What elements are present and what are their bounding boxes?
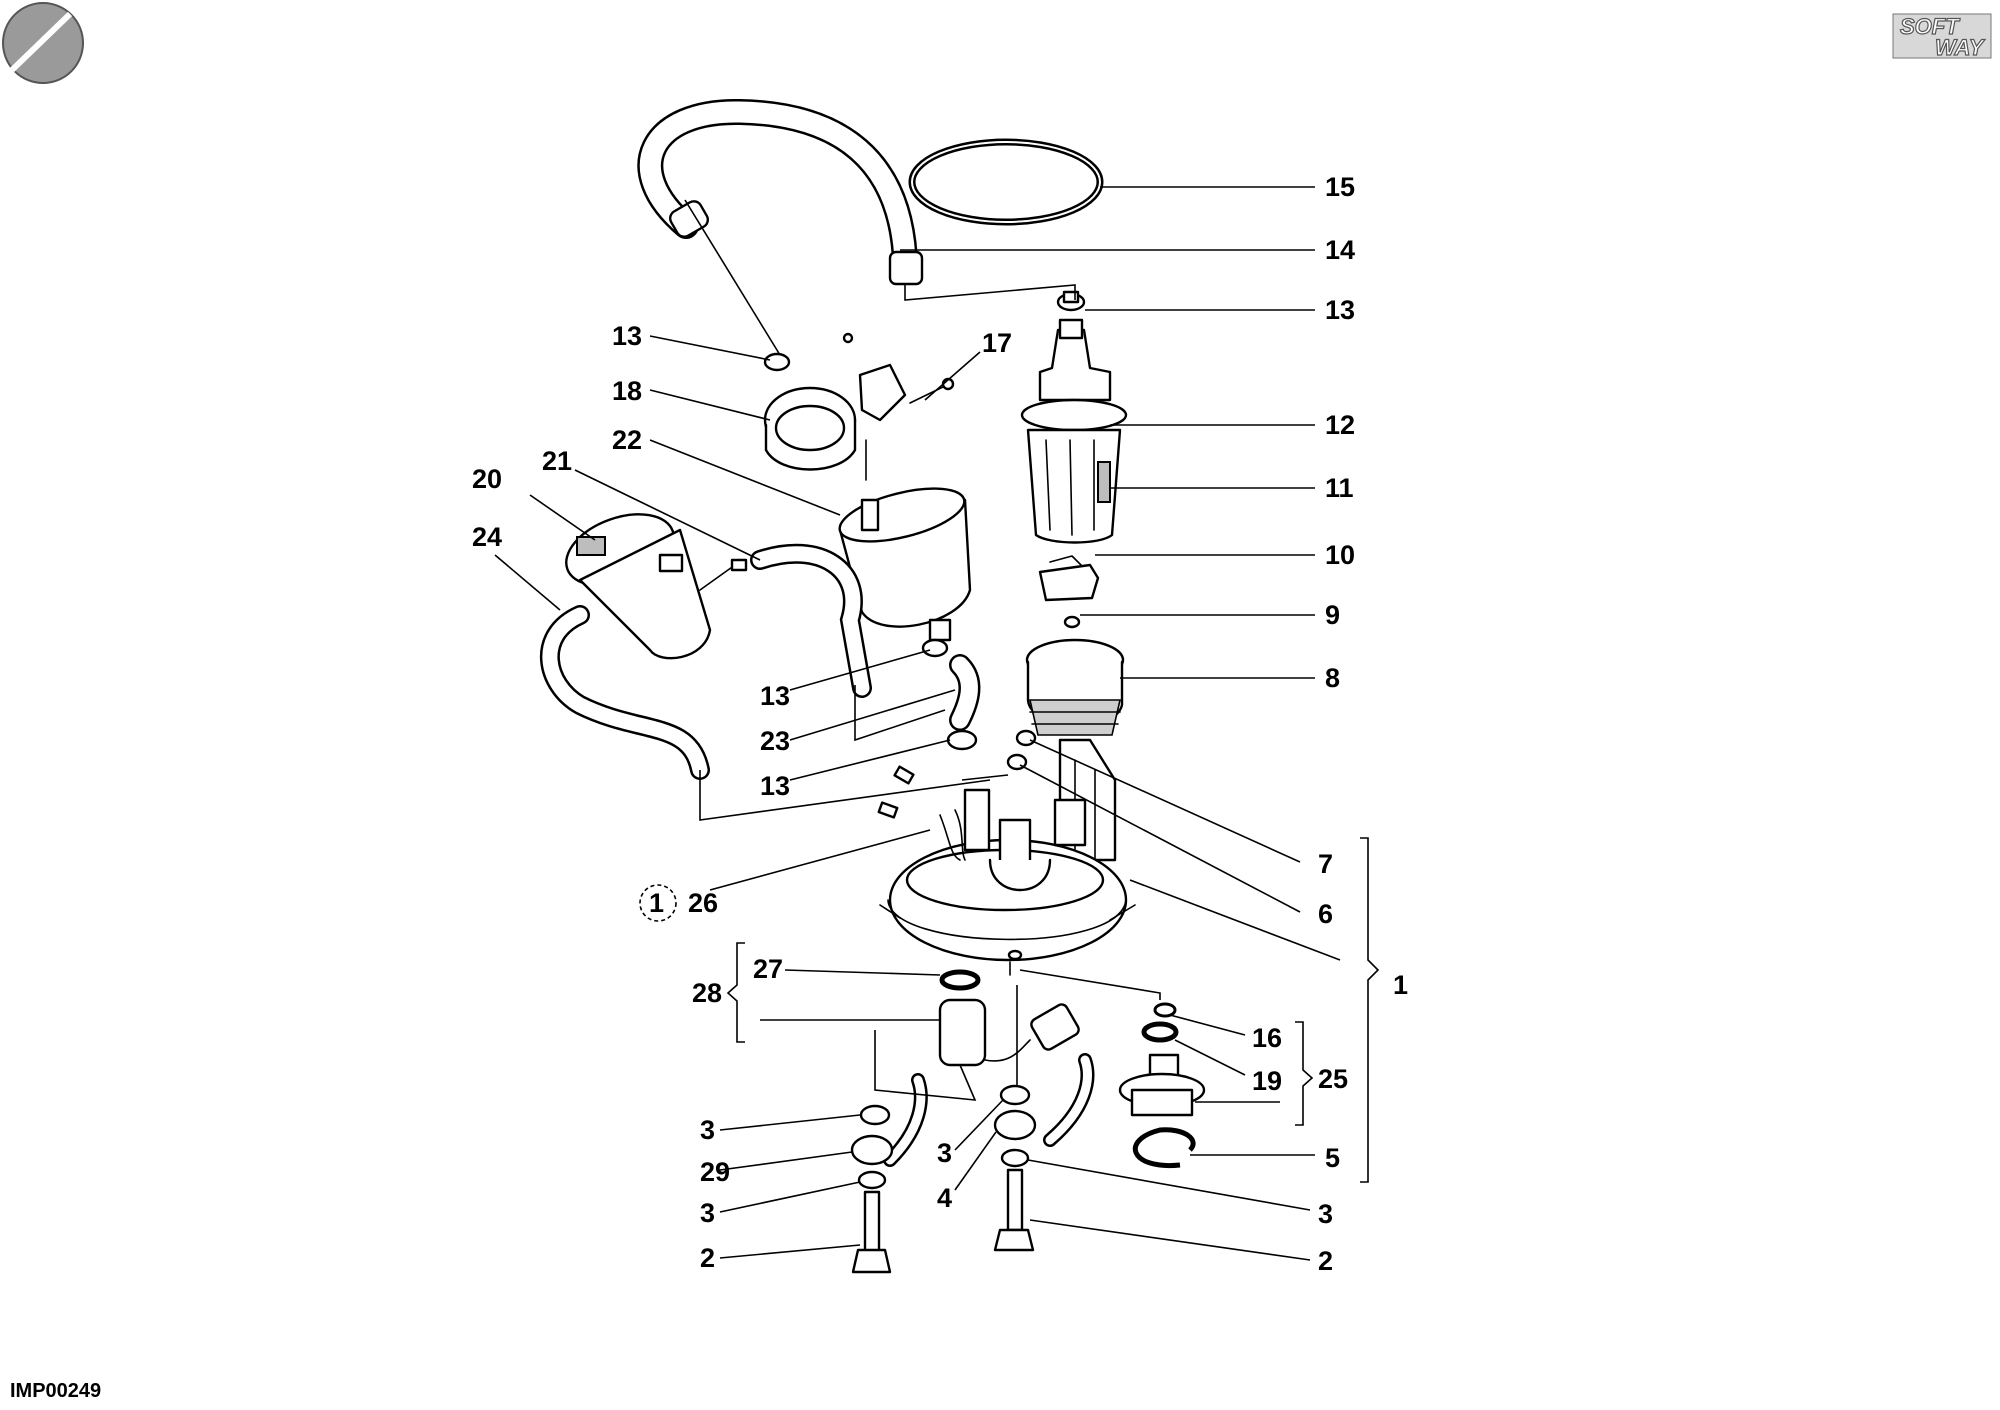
- part-10-connector: [1038, 555, 1100, 602]
- callout-25: 25: [1318, 1064, 1348, 1094]
- callout-18: 18: [612, 376, 642, 406]
- callout-3-left-bottom: 3: [700, 1198, 715, 1228]
- callout-1: 1: [1393, 970, 1408, 1000]
- callout-11: 11: [1325, 473, 1354, 503]
- part-1-pump-base: [879, 738, 1136, 976]
- callout-labels: 15 14 13 12 11 10 9 8 7 6 1 16 19 25 5 3…: [472, 172, 1408, 1276]
- callout-17: 17: [982, 328, 1012, 358]
- logo-top-text: SOFT: [1900, 14, 1960, 39]
- part-16-oring: [1153, 1002, 1177, 1018]
- part-26-wiring: [877, 765, 966, 861]
- callout-13-left-top: 13: [612, 321, 642, 351]
- callout-4: 4: [937, 1183, 952, 1213]
- drawing-code: IMP00249: [10, 1380, 101, 1402]
- callout-26: 26: [688, 888, 718, 918]
- part-13-clamp-bottom: [946, 729, 978, 751]
- part-13-clamp-mid: [763, 352, 791, 372]
- callout-23: 23: [760, 726, 790, 756]
- part-23-short-hose: [949, 654, 981, 731]
- callout-13-left-low: 13: [760, 771, 790, 801]
- part-9-small-ring: [1063, 615, 1081, 629]
- part-14-hose: [637, 98, 924, 286]
- callout-24: 24: [472, 522, 502, 552]
- part-20-pressure-regulator: [565, 513, 748, 660]
- callout-26-circle-number: 1: [649, 888, 664, 918]
- part-19-oring: [1141, 1021, 1179, 1043]
- part-stack-right: [993, 1053, 1095, 1252]
- part-21-hose: [750, 543, 872, 698]
- callout-26-group: 1 26: [639, 884, 718, 922]
- logo-bottom-text: WAY: [1935, 35, 1986, 60]
- part-17-screw: [909, 377, 955, 404]
- part-11-pump-body: [1026, 428, 1122, 544]
- part-13-clamp-lower: [921, 638, 949, 658]
- callout-10: 10: [1325, 540, 1355, 570]
- callout-3-center: 3: [937, 1138, 952, 1168]
- callout-20: 20: [472, 464, 502, 494]
- callout-16: 16: [1252, 1023, 1282, 1053]
- callout-28: 28: [692, 978, 722, 1008]
- part-stack-left: [850, 1073, 928, 1274]
- callout-9: 9: [1325, 600, 1340, 630]
- callout-29: 29: [700, 1157, 730, 1187]
- callout-3-left-top: 3: [700, 1115, 715, 1145]
- callout-13-left-mid: 13: [760, 681, 790, 711]
- callout-2-left: 2: [700, 1243, 715, 1273]
- callout-7: 7: [1318, 849, 1333, 879]
- callout-27: 27: [753, 954, 783, 984]
- callout-21: 21: [542, 446, 572, 476]
- callout-19: 19: [1252, 1066, 1282, 1096]
- callout-12: 12: [1325, 410, 1355, 440]
- part-screw-small: [842, 332, 854, 344]
- callout-3-right: 3: [1318, 1199, 1333, 1229]
- part-24-hose: [540, 605, 710, 780]
- callout-22: 22: [612, 425, 642, 455]
- callout-15: 15: [1325, 172, 1355, 202]
- callout-8: 8: [1325, 663, 1340, 693]
- callout-2-right: 2: [1318, 1246, 1333, 1276]
- callout-13-top-right: 13: [1325, 295, 1355, 325]
- part-18-clamp-bracket: [763, 363, 907, 481]
- part-13-clamp-top: [1056, 290, 1086, 312]
- callout-14: 14: [1325, 235, 1355, 265]
- part-15-gasket-ring: [908, 138, 1104, 226]
- callout-5: 5: [1325, 1143, 1340, 1173]
- part-25-pressure-valve: [1118, 1053, 1206, 1117]
- callout-6: 6: [1318, 899, 1333, 929]
- leader-lines: [494, 186, 1380, 1261]
- brand-emblem-icon: [2, 2, 84, 84]
- part-8-filter: [1025, 638, 1125, 736]
- softway-logo: SOFT WAY: [1892, 13, 1992, 61]
- part-5-circlip: [1132, 1127, 1196, 1169]
- part-28-level-sender: [938, 998, 1080, 1067]
- part-7-seal: [1015, 729, 1037, 747]
- part-12-holder: [1020, 318, 1128, 432]
- part-27-oring: [939, 969, 981, 991]
